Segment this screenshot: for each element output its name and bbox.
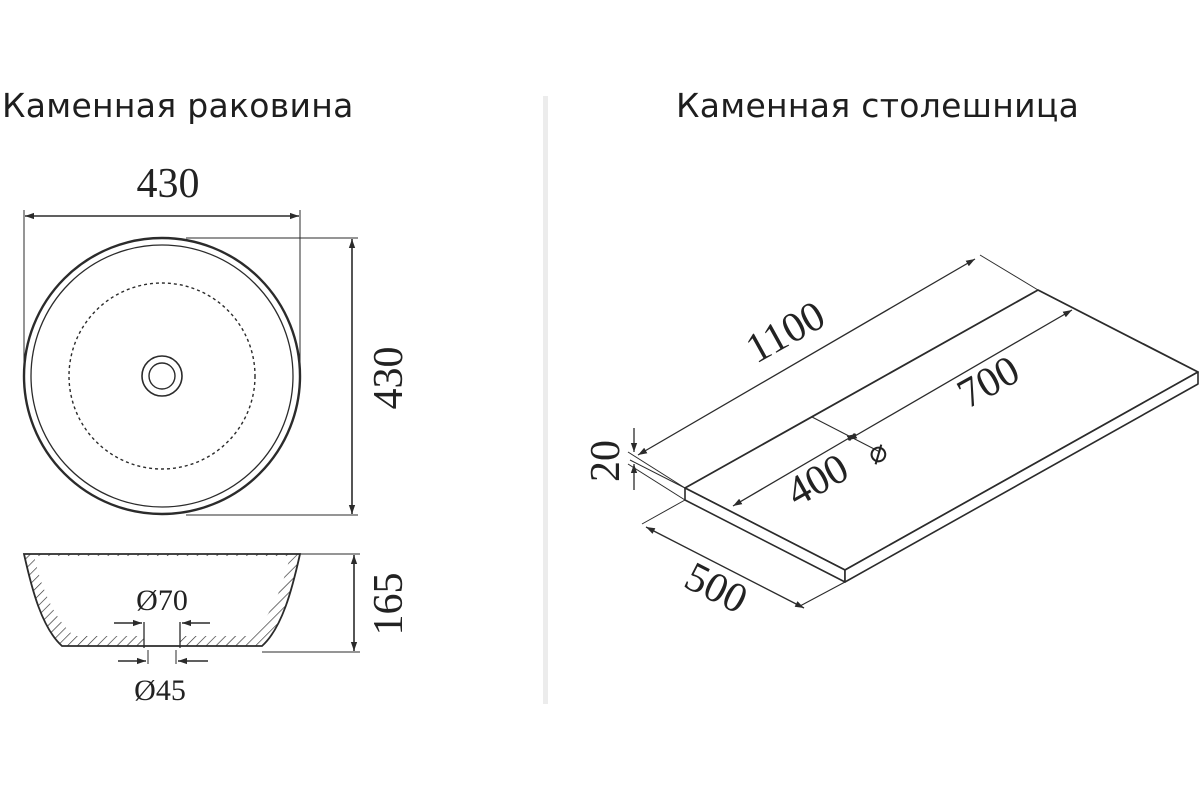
- sink-top-view: 430 430: [22, 161, 412, 516]
- cutout-edge-dimension-line: [732, 433, 857, 507]
- length-extension-right: [979, 254, 1039, 291]
- length-extension-left: [629, 459, 686, 489]
- drain-outer-ring: [141, 355, 183, 397]
- countertop-depth-dimension-line: [645, 526, 805, 609]
- countertop-side-edge: [844, 371, 1199, 583]
- countertop-depth-label: 500: [677, 554, 754, 624]
- cutout-offset-dimension-line: [847, 309, 1073, 441]
- sink-width-label: 430: [137, 161, 200, 207]
- depth-extension-left: [641, 499, 686, 525]
- sink-bowl-outline: [68, 282, 256, 470]
- sink-outer-rim: [22, 236, 302, 516]
- sink-inner-rim: [30, 244, 294, 508]
- length-dimension-line: [637, 258, 976, 456]
- drain-inner-ring: [148, 362, 176, 390]
- sink-height-label: 165: [366, 573, 412, 636]
- panel-divider: [543, 96, 548, 704]
- thickness-extension-bottom: [627, 463, 686, 501]
- drain-outer-label: Ø70: [136, 584, 188, 617]
- drain-opening: [144, 624, 180, 648]
- countertop-length-label: 1100: [738, 293, 832, 373]
- sink-outer-profile: [22, 553, 302, 647]
- countertop-view: ⌀ 1100 700 400 20 500: [583, 254, 1199, 624]
- sink-title: Каменная раковина: [2, 86, 354, 125]
- countertop-title: Каменная столешница: [676, 86, 1080, 125]
- depth-extension-right: [799, 581, 846, 607]
- sink-side-view: Ø70 Ø45 165: [22, 553, 412, 707]
- countertop-thickness-label: 20: [583, 440, 629, 482]
- drain-inner-label: Ø45: [134, 674, 186, 707]
- sink-depth-label: 430: [366, 347, 412, 410]
- sink-bowl-cavity: [34, 556, 290, 636]
- thickness-extension-top: [627, 451, 686, 489]
